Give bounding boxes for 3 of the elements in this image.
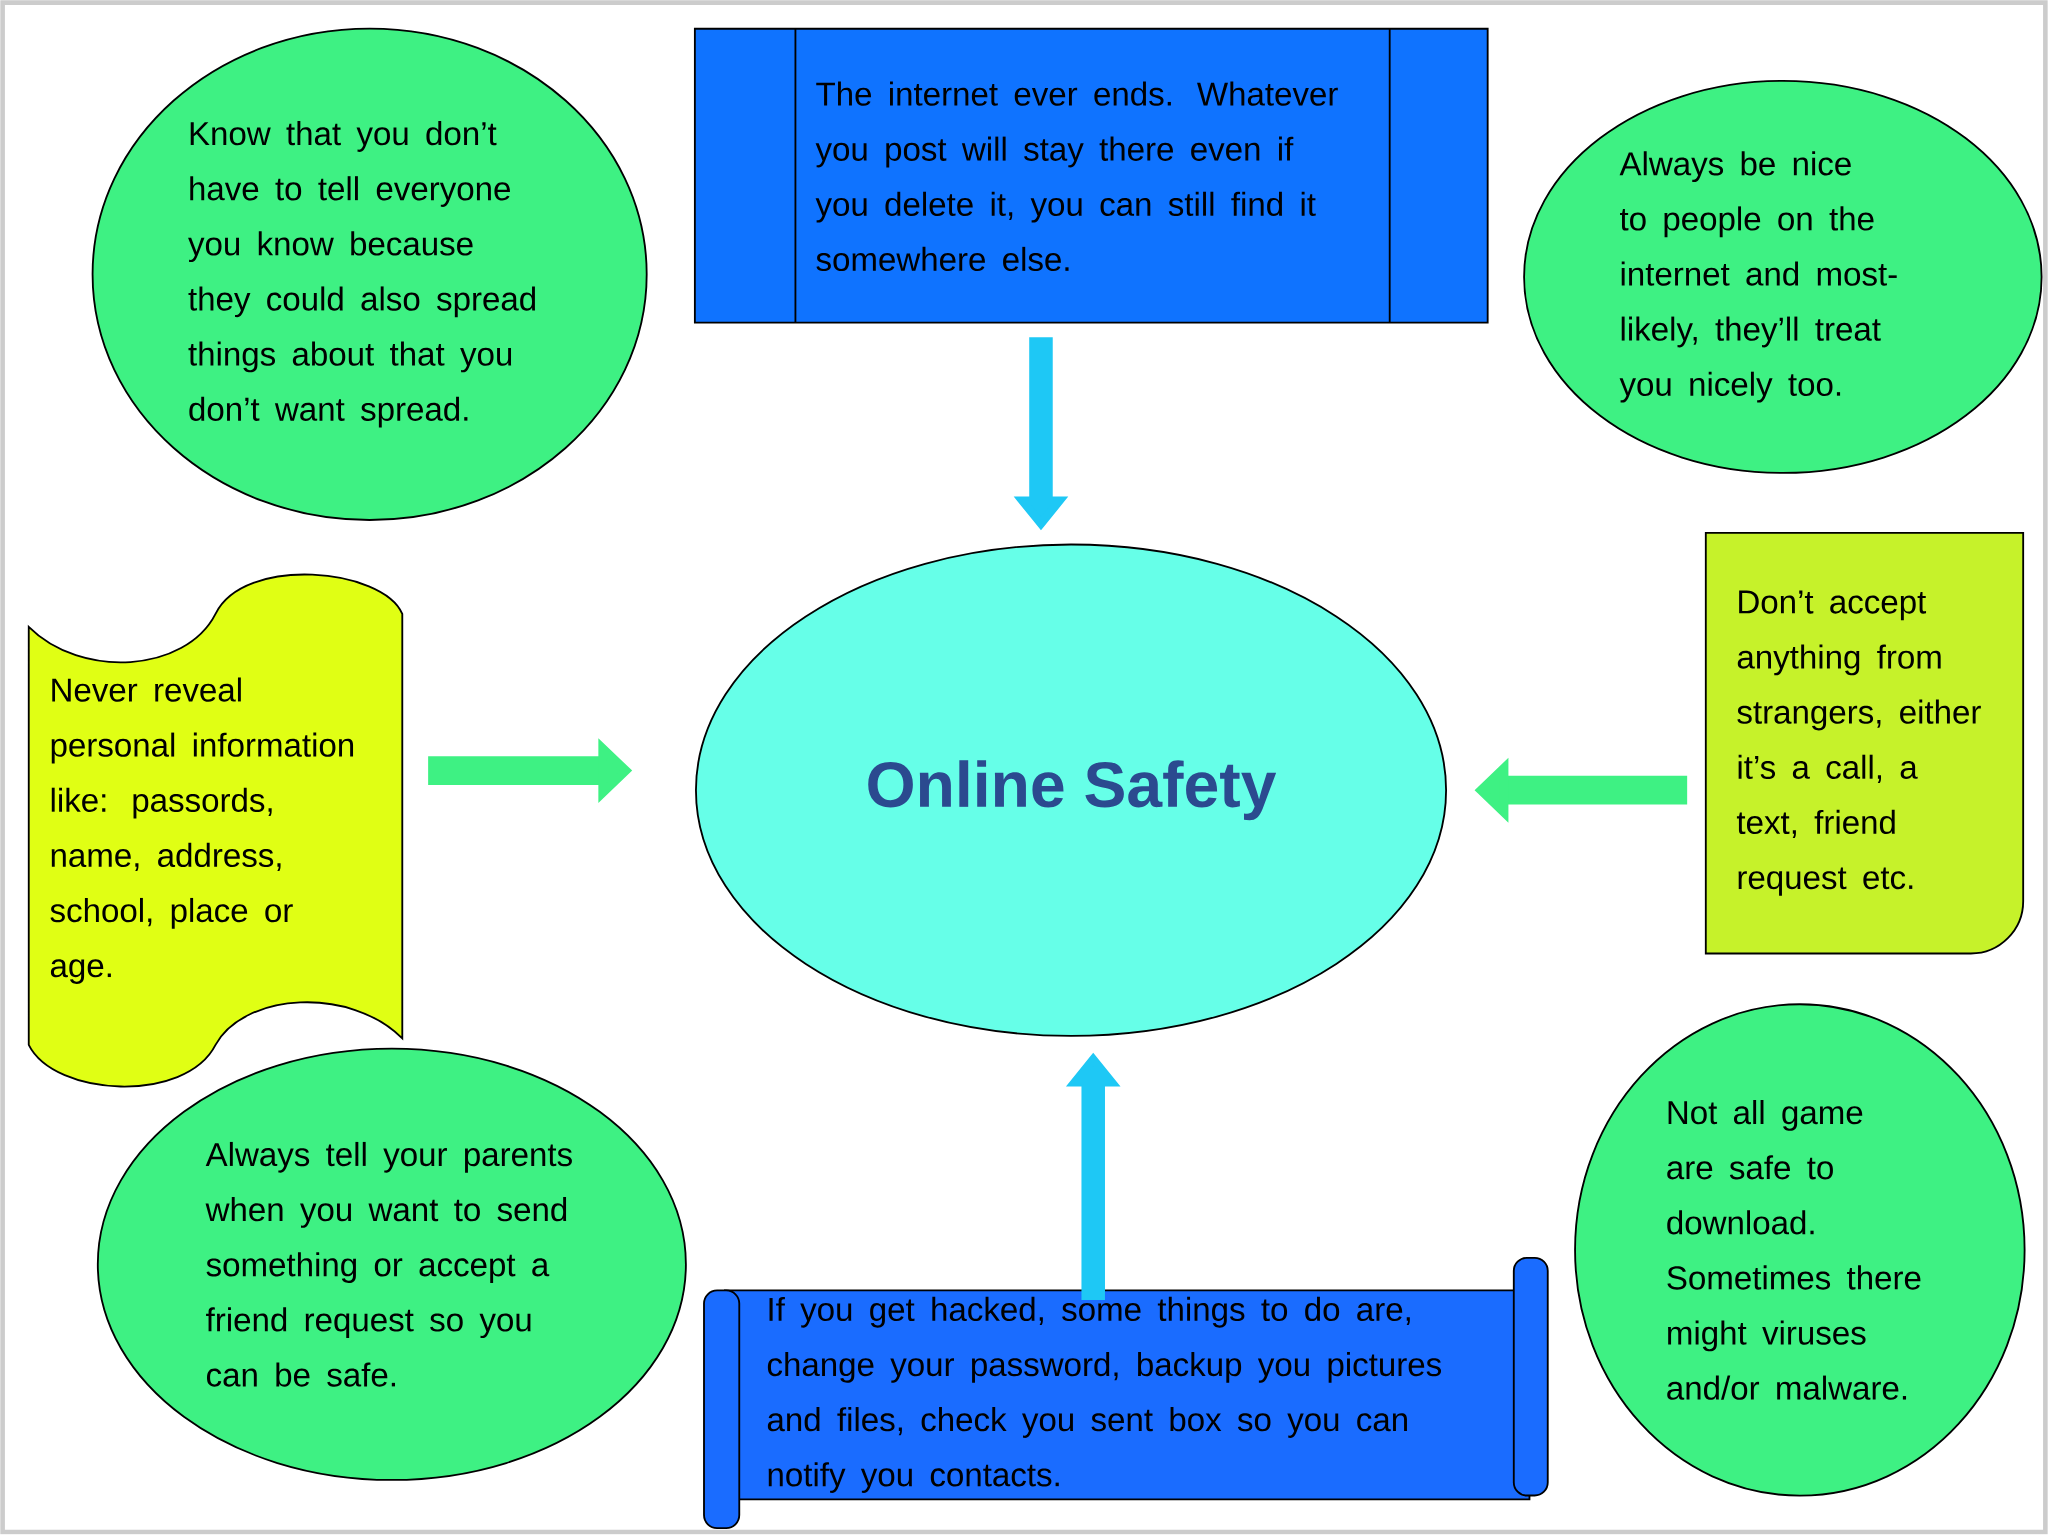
scroll-banner: If you get hacked, some things to do are, change your password, backup you pictures and files, check you sent box so you can notify you contacts. (703, 1257, 1549, 1530)
banner-box: The internet ever ends. Whatever you post will stay there even if you delete it, you can still find it somewhere else. (693, 27, 1489, 324)
note-card: Don’t accept anything from strangers, either it’s a call, a text, friend request etc. (1704, 532, 2025, 955)
